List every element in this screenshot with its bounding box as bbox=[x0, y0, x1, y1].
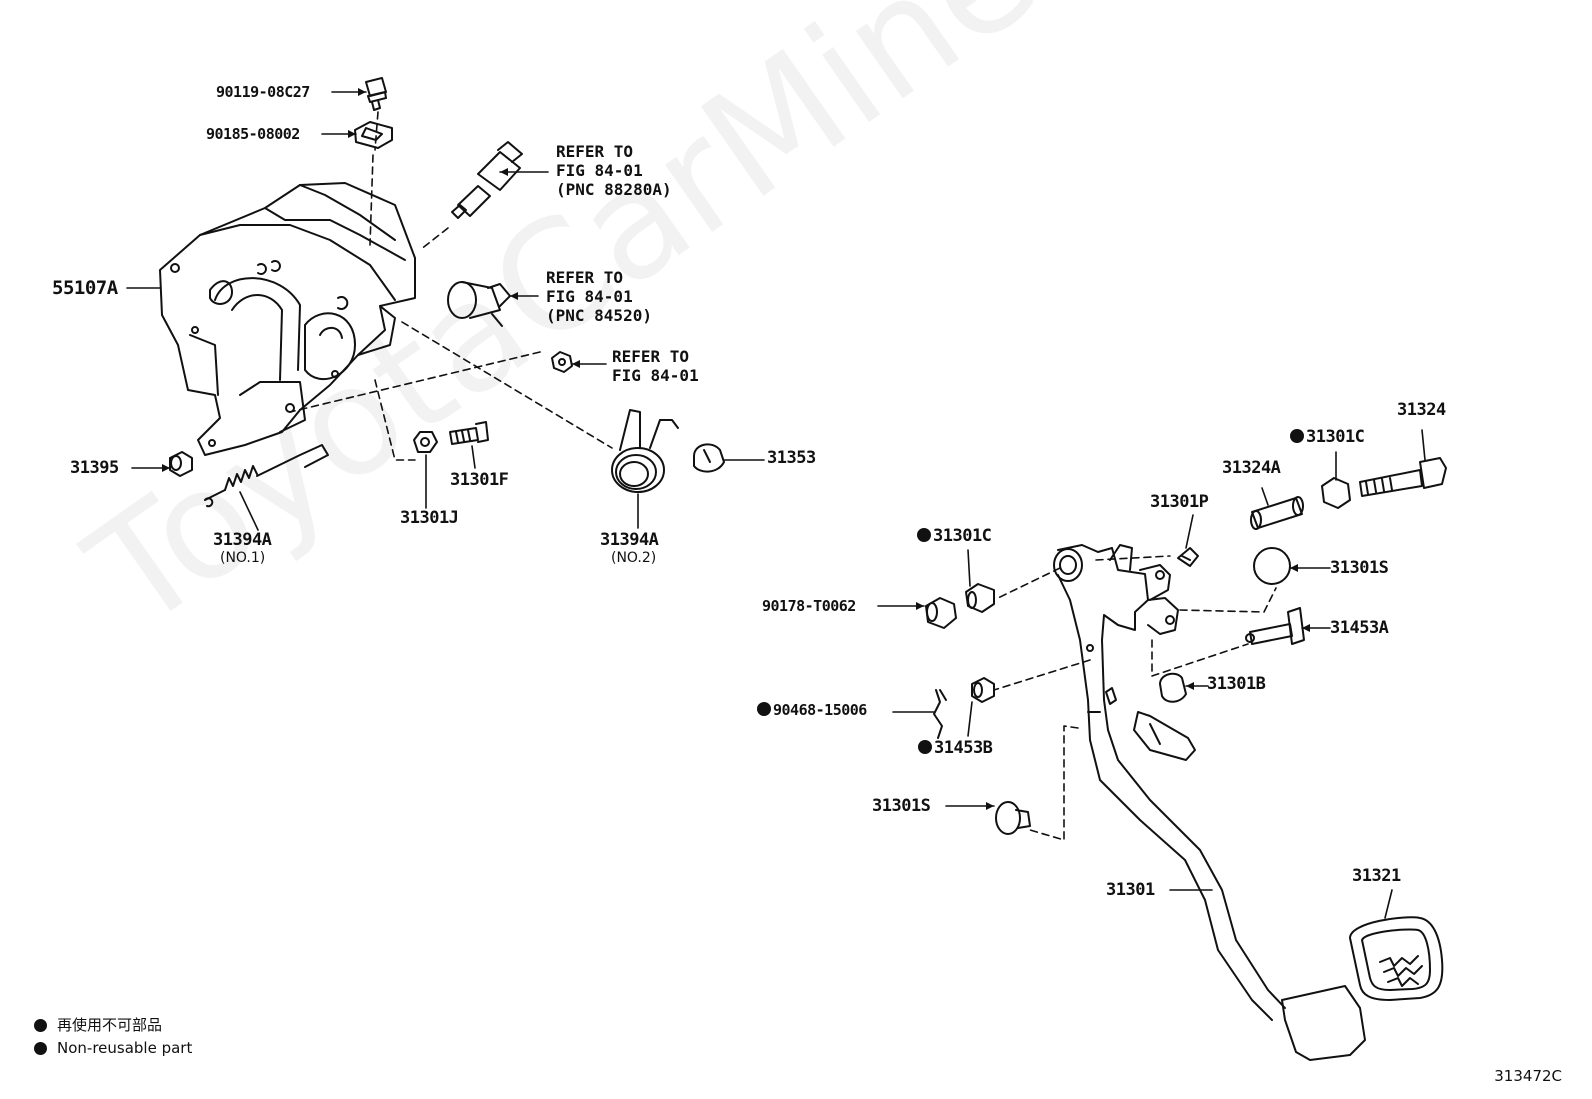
bolt-31301F-drawing bbox=[449, 421, 489, 445]
label-31301C-mid-text: 31301C bbox=[933, 526, 992, 546]
cushion-31301B-drawing bbox=[1159, 672, 1187, 703]
non-reusable-dot bbox=[918, 740, 932, 754]
pin-31453A-drawing bbox=[1245, 607, 1305, 645]
label-90119-08C27: 90119-08C27 bbox=[216, 83, 310, 101]
clip-31301P-drawing bbox=[1177, 547, 1199, 567]
spring-no1-drawing bbox=[204, 444, 329, 508]
label-31324A: 31324A bbox=[1222, 458, 1281, 478]
legend-japanese: 再使用不可部品 bbox=[34, 1014, 162, 1035]
bushing-31453B-drawing bbox=[971, 677, 995, 703]
label-55107A: 55107A bbox=[52, 277, 118, 299]
clip-pin-90468-drawing bbox=[933, 689, 947, 739]
collar-31324A-drawing bbox=[1250, 496, 1304, 530]
label-31353: 31353 bbox=[767, 448, 816, 468]
label-31395: 31395 bbox=[70, 458, 119, 478]
label-90468-15006-text: 90468-15006 bbox=[773, 701, 867, 719]
non-reusable-dot bbox=[917, 528, 931, 542]
bushing-31301C-mid-drawing bbox=[965, 583, 995, 613]
legend-dot bbox=[34, 1042, 47, 1055]
legend-english-text: Non-reusable part bbox=[57, 1039, 193, 1057]
nut-31301J-drawing bbox=[413, 431, 438, 453]
refer-fig-84-01: REFER TO FIG 84-01 bbox=[612, 347, 699, 385]
label-31301J: 31301J bbox=[400, 508, 459, 528]
label-31394A-no1-sub: (NO.1) bbox=[220, 550, 266, 566]
bolt-31324-drawing bbox=[1359, 457, 1447, 497]
stopper-31301S-right-drawing bbox=[1253, 547, 1291, 585]
label-90468-15006: 90468-15006 bbox=[757, 700, 867, 720]
stopper-31301S-left-drawing bbox=[995, 801, 1031, 835]
pedal-sensor-drawing bbox=[447, 281, 511, 327]
label-31301: 31301 bbox=[1106, 880, 1155, 900]
clip-nut-90185-drawing bbox=[354, 121, 393, 149]
stop-lamp-switch-drawing bbox=[451, 141, 523, 219]
non-reusable-dot bbox=[757, 702, 771, 716]
label-31453A: 31453A bbox=[1330, 618, 1389, 638]
figure-code: 313472C bbox=[1494, 1067, 1562, 1085]
bushing-90178-drawing bbox=[925, 597, 957, 629]
cushion-31395-drawing bbox=[169, 451, 193, 477]
label-31394A-no2: 31394A bbox=[600, 530, 659, 550]
label-31301C-top-text: 31301C bbox=[1306, 427, 1365, 447]
leader-arrows bbox=[162, 88, 1310, 810]
pedal-bracket-drawing bbox=[159, 182, 416, 456]
bolt-90119-drawing bbox=[365, 77, 387, 111]
pedal-pad-cover-drawing bbox=[1349, 916, 1444, 1001]
spring-no2-drawing bbox=[611, 409, 679, 493]
label-31301S-right: 31301S bbox=[1330, 558, 1389, 578]
label-31301B: 31301B bbox=[1207, 674, 1266, 694]
small-nut-drawing bbox=[551, 351, 573, 373]
legend-japanese-text: 再使用不可部品 bbox=[57, 1016, 163, 1034]
label-90185-08002: 90185-08002 bbox=[206, 125, 300, 143]
refer-fig-84520: REFER TO FIG 84-01 (PNC 84520) bbox=[546, 268, 652, 325]
label-90178-T0062: 90178-T0062 bbox=[762, 597, 856, 615]
label-31301C-top: 31301C bbox=[1290, 427, 1365, 447]
label-31394A-no1: 31394A bbox=[213, 530, 272, 550]
label-31301F: 31301F bbox=[450, 470, 509, 490]
label-31453B-text: 31453B bbox=[934, 738, 993, 758]
label-31394A-no2-sub: (NO.2) bbox=[611, 550, 657, 566]
non-reusable-dot bbox=[1290, 429, 1304, 443]
label-31453B: 31453B bbox=[918, 738, 993, 758]
refer-fig-88280A: REFER TO FIG 84-01 (PNC 88280A) bbox=[556, 142, 672, 199]
legend-dot bbox=[34, 1019, 47, 1032]
label-31321: 31321 bbox=[1352, 866, 1401, 886]
nut-31301C-top-drawing bbox=[1321, 477, 1351, 509]
leader-lines bbox=[126, 91, 1426, 919]
clip-31353-drawing bbox=[693, 443, 725, 473]
label-31301S-left: 31301S bbox=[872, 796, 931, 816]
legend-english: Non-reusable part bbox=[34, 1039, 192, 1057]
label-31301P: 31301P bbox=[1150, 492, 1209, 512]
label-31324: 31324 bbox=[1397, 400, 1446, 420]
brake-pedal-drawing bbox=[1053, 544, 1366, 1061]
label-31301C-mid: 31301C bbox=[917, 526, 992, 546]
assembly-lines bbox=[289, 111, 1277, 841]
